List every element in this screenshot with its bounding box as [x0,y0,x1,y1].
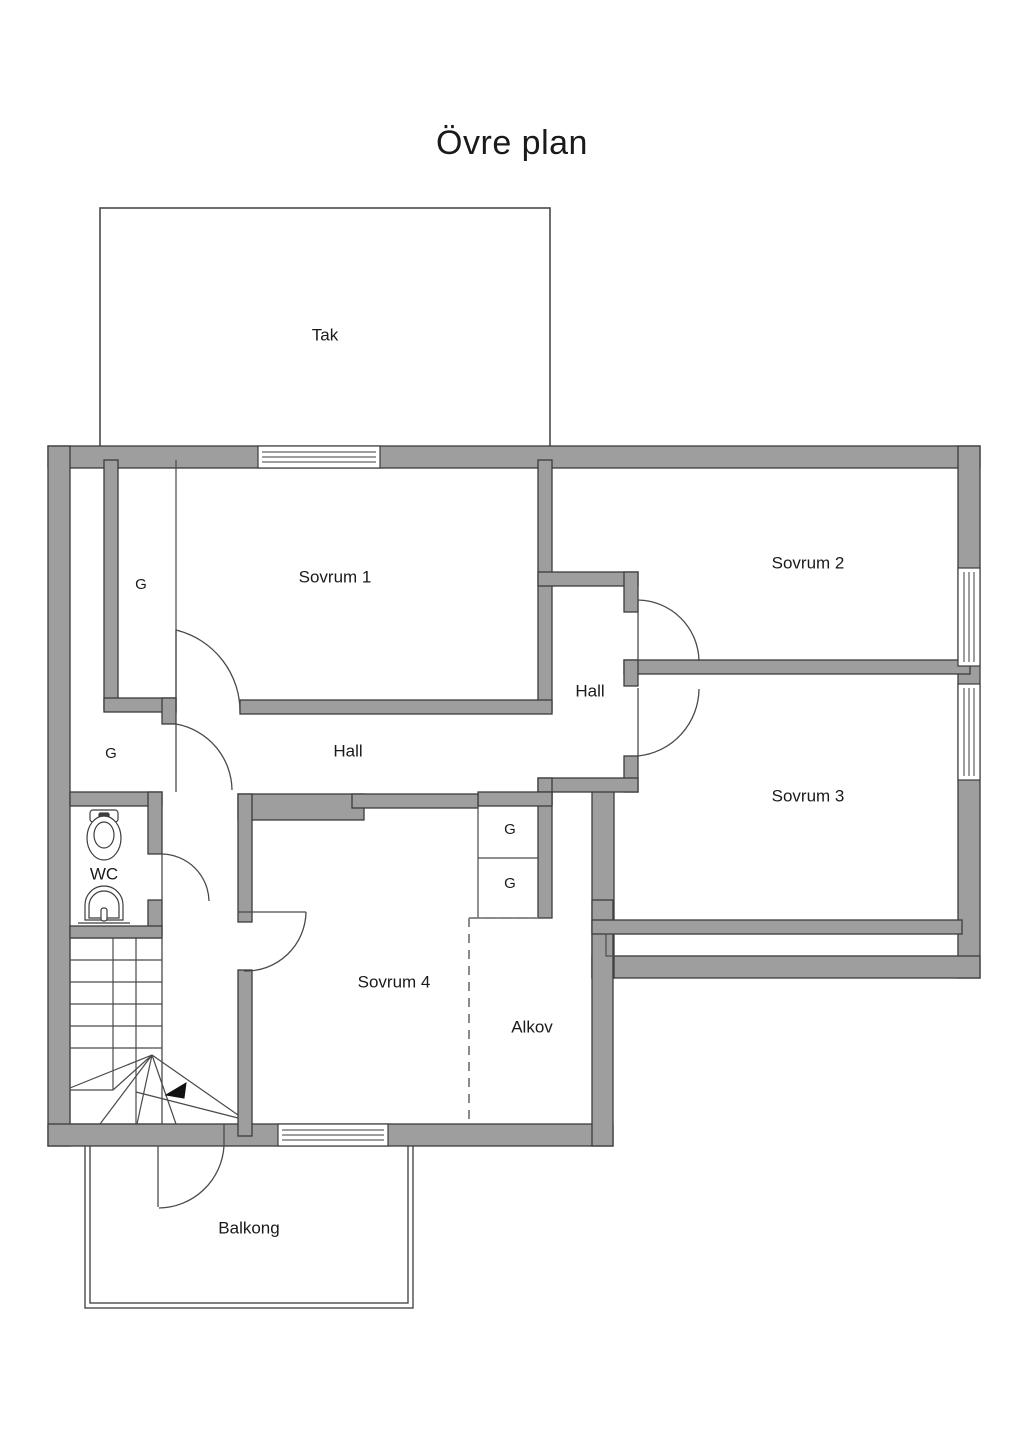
alkov-divider [468,917,538,1122]
door-sovrum3 [637,688,700,757]
closet-label-g-hall: G [105,745,117,762]
room-label-hall-west: Hall [333,741,362,760]
door-sovrum1 [175,629,241,714]
stair-direction-arrow [164,1082,187,1099]
room-label-alkov: Alkov [511,1017,553,1036]
window-right-upper [957,567,981,667]
page-title: Övre plan [436,124,588,162]
door-wc [161,853,210,902]
sink-fixture [78,885,130,924]
window-bottom [277,1123,389,1147]
door-sovrum4 [238,911,307,972]
room-label-sovrum2: Sovrum 2 [772,553,845,572]
room-label-sovrum4: Sovrum 4 [358,972,431,991]
room-label-hall-east: Hall [575,681,604,700]
staircase [69,937,239,1125]
room-label-sovrum1: Sovrum 1 [299,567,372,586]
room-label-balkong: Balkong [218,1218,279,1237]
door-balkong [157,1124,225,1209]
room-label-wc: WC [90,864,118,883]
room-label-tak: Tak [312,325,339,344]
door-sovrum2 [637,599,700,662]
window-top [257,445,381,469]
toilet-fixture [86,809,122,861]
closet-label-g-lower: G [504,875,516,892]
window-right-lower [957,683,981,781]
closet-label-g-upper: G [504,821,516,838]
closet-label-g-sovrum1: G [135,576,147,593]
door-g-hall [175,723,233,792]
room-label-sovrum3: Sovrum 3 [772,786,845,805]
